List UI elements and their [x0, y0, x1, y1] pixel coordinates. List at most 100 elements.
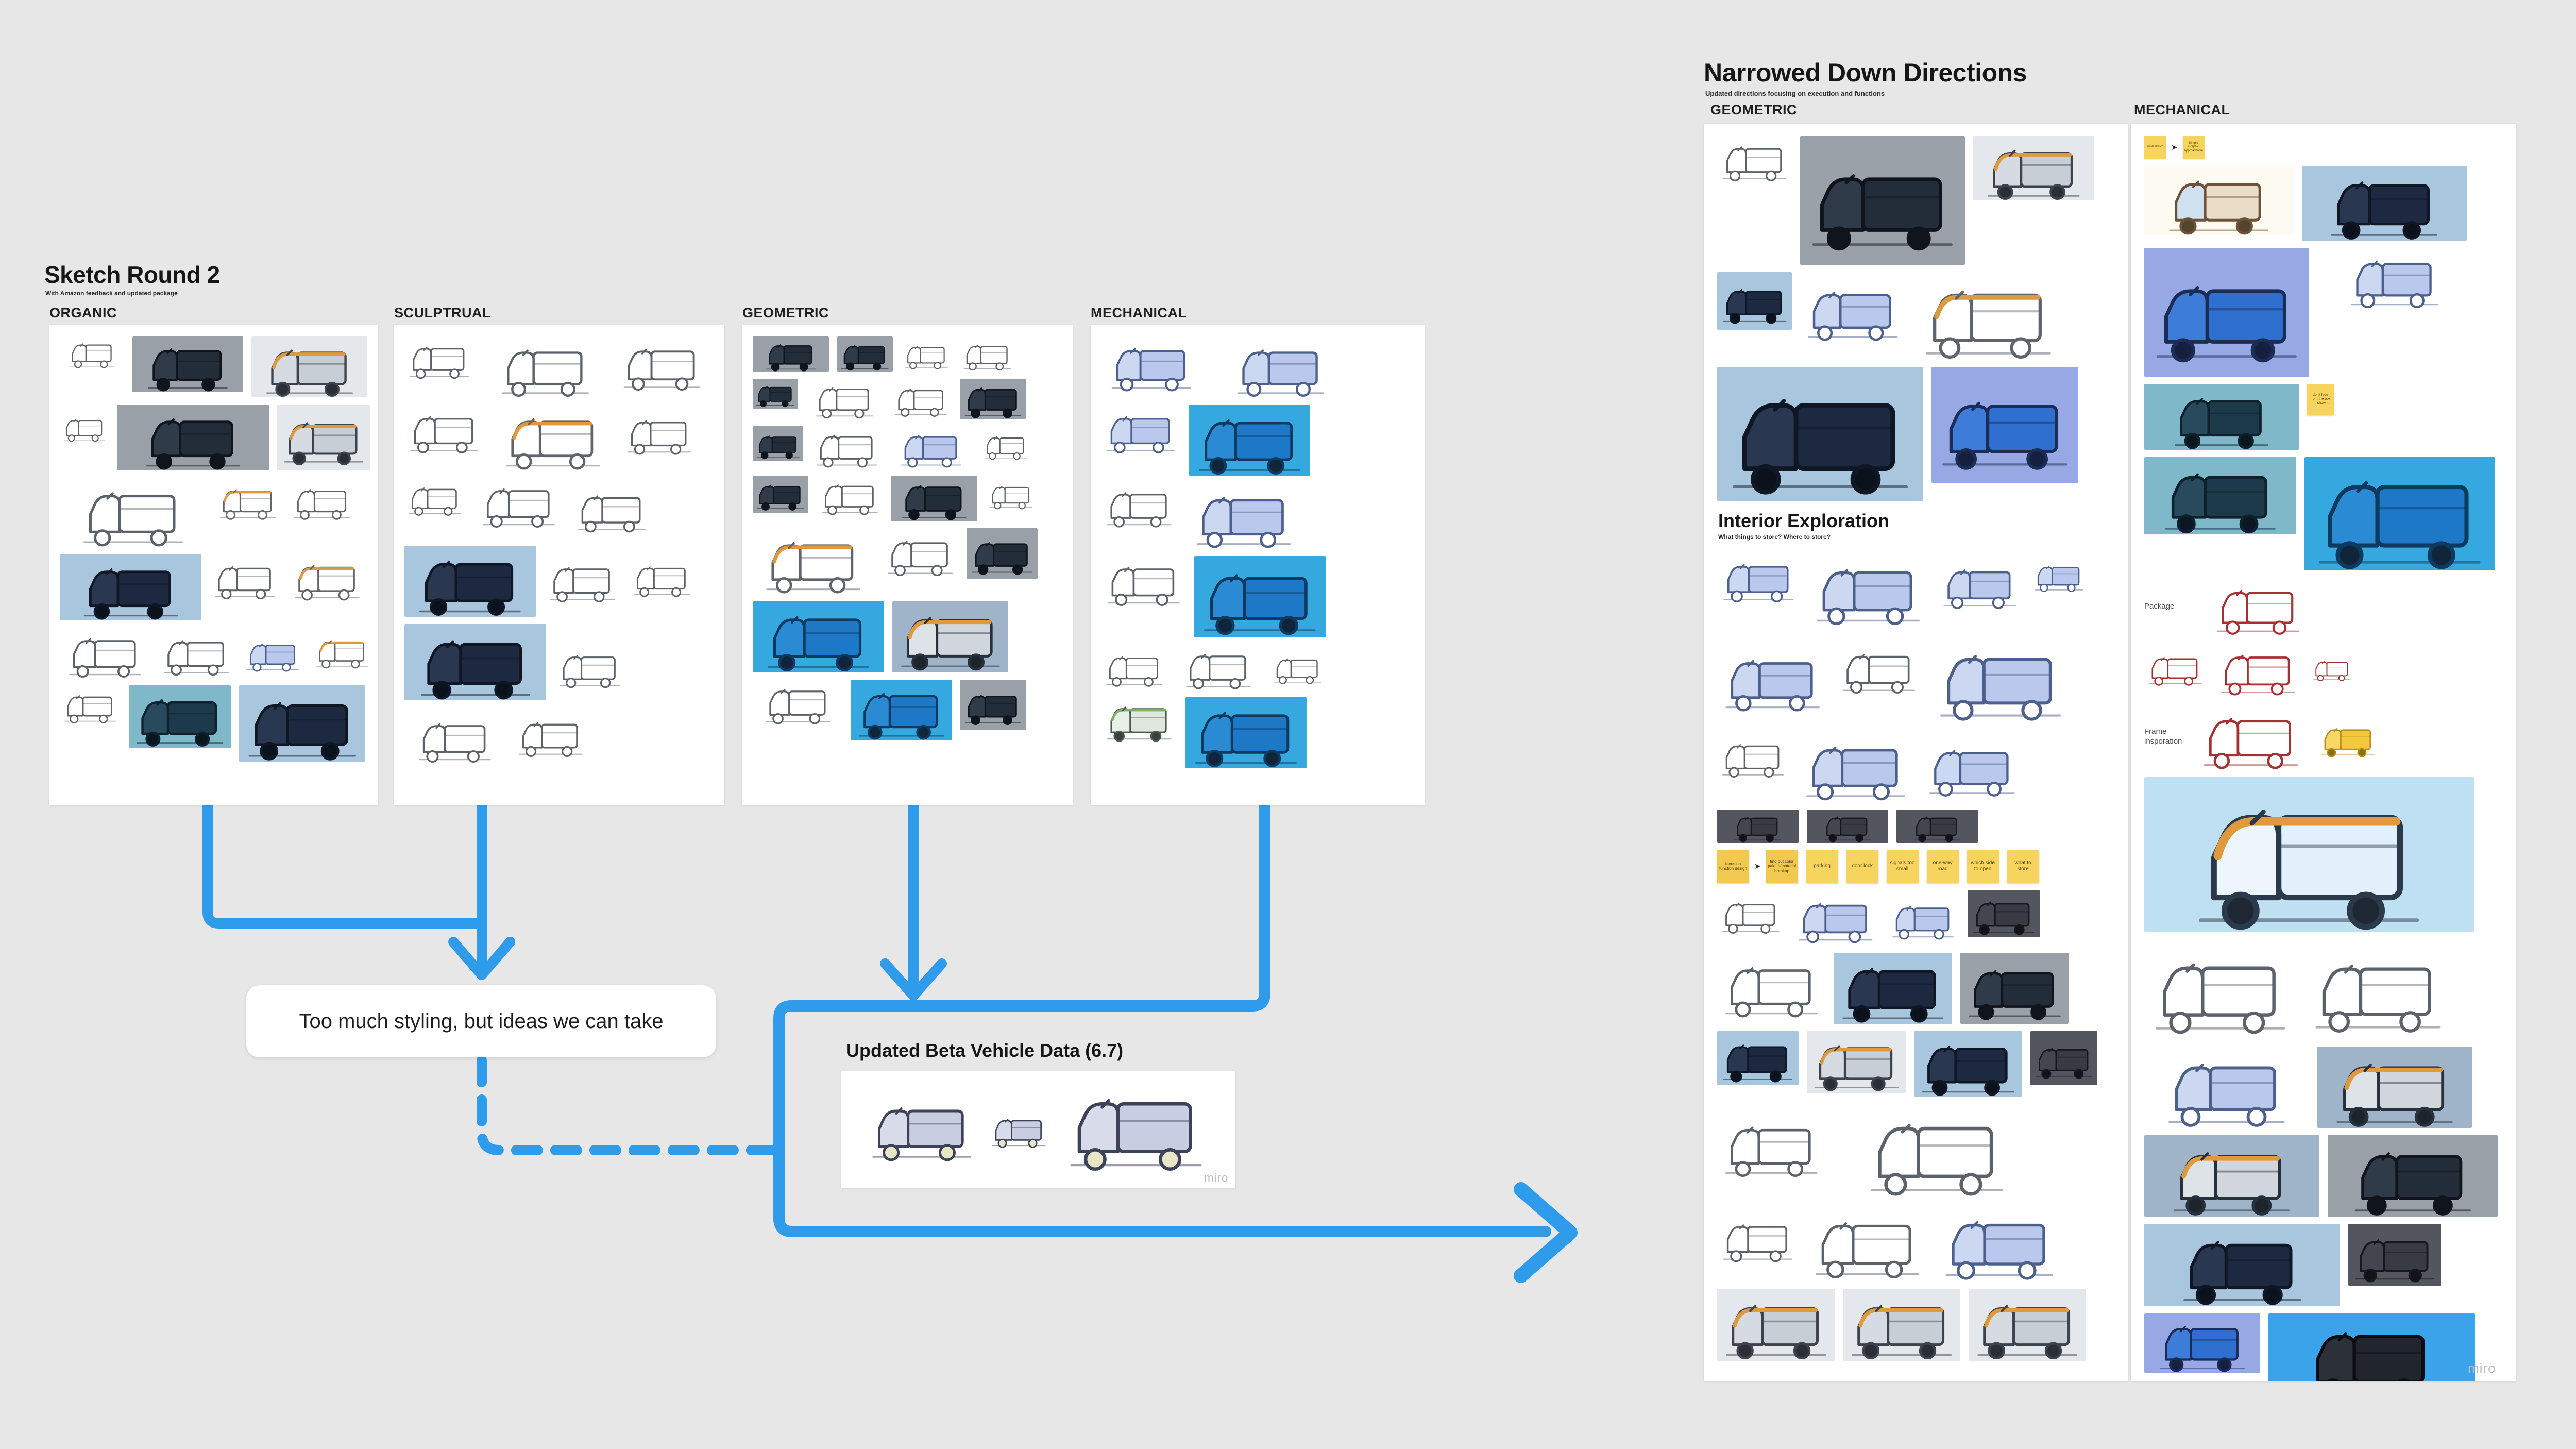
vehicle-sketch-thumbnail[interactable] [544, 546, 620, 612]
vehicle-sketch-thumbnail[interactable] [753, 601, 884, 672]
vehicle-sketch-thumbnail[interactable] [811, 426, 883, 468]
vehicle-sketch-thumbnail[interactable] [1210, 336, 1351, 397]
vehicle-sketch-thumbnail[interactable] [2214, 643, 2302, 697]
board-mechanical[interactable]: Initial sketch➤Simple Graphic Approachab… [2131, 124, 2516, 1381]
vehicle-sketch-thumbnail[interactable] [891, 426, 972, 468]
vehicle-sketch-thumbnail[interactable] [215, 478, 281, 523]
sticky-note[interactable]: don't hide from the box — show it [2307, 384, 2334, 415]
vehicle-sketch-thumbnail[interactable] [1968, 890, 2040, 937]
panel-label-sculptrual[interactable]: SCULPTRUAL [394, 305, 491, 321]
vehicle-sketch-thumbnail[interactable] [901, 336, 952, 372]
vehicle-sketch-thumbnail[interactable] [891, 379, 952, 419]
vehicle-sketch-thumbnail[interactable] [1929, 635, 2071, 723]
vehicle-sketch-thumbnail[interactable] [404, 546, 536, 617]
sticky-note[interactable]: focus on function design [1717, 850, 1749, 883]
vehicle-sketch-thumbnail[interactable] [1800, 272, 1906, 347]
interior-exploration-title[interactable]: Interior Exploration [1718, 510, 1890, 531]
vehicle-sketch-thumbnail[interactable] [882, 528, 958, 579]
panel-label-organic[interactable]: ORGANIC [49, 305, 117, 321]
vehicle-sketch-thumbnail[interactable] [629, 546, 694, 606]
vehicle-sketch-thumbnail[interactable] [1185, 483, 1301, 549]
vehicle-sketch-thumbnail[interactable] [2144, 1135, 2319, 1217]
vehicle-sketch-thumbnail[interactable] [2317, 1047, 2472, 1128]
vehicle-sketch-thumbnail[interactable] [60, 336, 124, 368]
vehicle-sketch-thumbnail[interactable] [129, 685, 231, 748]
vehicle-sketch-thumbnail[interactable] [2144, 1047, 2309, 1128]
vehicle-sketch-thumbnail[interactable] [1834, 1104, 2040, 1197]
narrowed-directions-subtitle[interactable]: Updated directions focusing on execution… [1705, 90, 1885, 97]
vehicle-sketch-thumbnail[interactable] [2144, 1224, 2340, 1306]
vehicle-sketch-thumbnail[interactable] [1101, 556, 1186, 606]
vehicle-sketch-thumbnail[interactable] [1717, 890, 1784, 937]
vehicle-sketch-thumbnail[interactable] [2302, 166, 2467, 241]
vehicle-sketch-thumbnail[interactable] [1717, 1204, 1799, 1270]
vehicle-sketch-thumbnail[interactable] [1101, 697, 1177, 743]
vehicle-sketch-thumbnail[interactable] [753, 476, 808, 513]
vehicle-sketch-thumbnail[interactable] [482, 336, 608, 397]
vehicle-sketch-thumbnail[interactable] [60, 685, 121, 726]
vehicle-sketch-thumbnail[interactable] [1717, 1104, 1825, 1184]
panel-organic[interactable]: ORGANIC [49, 305, 378, 805]
vehicle-sketch-thumbnail[interactable] [289, 554, 365, 602]
vehicle-sketch-thumbnail[interactable] [753, 680, 843, 725]
feedback-note[interactable]: Too much styling, but ideas we can take [246, 985, 716, 1057]
vehicle-sketch-thumbnail[interactable] [1800, 136, 1965, 265]
vehicle-sketch-thumbnail[interactable] [239, 685, 365, 762]
vehicle-sketch-thumbnail[interactable] [1059, 1079, 1213, 1173]
vehicle-sketch-thumbnail[interactable] [837, 336, 893, 372]
vehicle-sketch-thumbnail[interactable] [1717, 953, 1825, 1019]
board-label-geometric[interactable]: GEOMETRIC [1710, 102, 1798, 117]
vehicle-sketch-thumbnail[interactable] [60, 405, 109, 448]
sticky-note[interactable]: door lock [1846, 850, 1878, 883]
vehicle-sketch-thumbnail[interactable] [1969, 1289, 2086, 1361]
vehicle-sketch-thumbnail[interactable] [2193, 578, 2324, 635]
vehicle-sketch-thumbnail[interactable] [158, 628, 234, 678]
vehicle-sketch-thumbnail[interactable] [2193, 704, 2309, 770]
narrowed-directions-title[interactable]: Narrowed Down Directions [1704, 58, 2027, 87]
vehicle-sketch-thumbnail[interactable] [2030, 551, 2087, 598]
panel-mechanical[interactable]: MECHANICAL [1091, 305, 1425, 805]
vehicle-sketch-thumbnail[interactable] [1189, 405, 1310, 476]
vehicle-sketch-thumbnail[interactable] [1973, 136, 2094, 200]
vehicle-sketch-thumbnail[interactable] [404, 478, 465, 518]
vehicle-sketch-thumbnail[interactable] [1807, 1204, 1928, 1282]
vehicle-sketch-thumbnail[interactable] [2144, 457, 2296, 534]
vehicle-sketch-thumbnail[interactable] [60, 478, 207, 547]
vehicle-sketch-thumbnail[interactable] [986, 476, 1036, 513]
vehicle-sketch-thumbnail[interactable] [1175, 645, 1262, 690]
vehicle-sketch-thumbnail[interactable] [2144, 248, 2309, 377]
vehicle-sketch-thumbnail[interactable] [753, 426, 803, 461]
beta-vehicle-panel[interactable]: miro [841, 1071, 1235, 1188]
vehicle-sketch-thumbnail[interactable] [1914, 1031, 2022, 1097]
vehicle-sketch-thumbnail[interactable] [2304, 939, 2451, 1039]
vehicle-sketch-thumbnail[interactable] [1101, 645, 1167, 690]
vehicle-sketch-thumbnail[interactable] [404, 405, 484, 455]
vehicle-sketch-thumbnail[interactable] [2304, 457, 2495, 570]
panel-organic-collage[interactable] [49, 325, 378, 805]
sticky-note[interactable]: find out color palette/material breakup [1766, 850, 1798, 883]
vehicle-sketch-thumbnail[interactable] [2317, 248, 2472, 309]
vehicle-sketch-thumbnail[interactable] [753, 336, 829, 372]
board-label-mechanical[interactable]: MECHANICAL [2134, 102, 2230, 117]
vehicle-sketch-thumbnail[interactable] [2310, 643, 2354, 692]
vehicle-sketch-thumbnail[interactable] [1792, 890, 1879, 946]
vehicle-sketch-thumbnail[interactable] [1101, 405, 1181, 455]
vehicle-sketch-thumbnail[interactable] [2144, 384, 2299, 450]
vehicle-sketch-thumbnail[interactable] [60, 628, 150, 678]
vehicle-sketch-thumbnail[interactable] [622, 405, 697, 460]
vehicle-sketch-thumbnail[interactable] [892, 601, 1008, 672]
vehicle-sketch-thumbnail[interactable] [1887, 890, 1959, 946]
annotation-text[interactable]: Frame insporation [2144, 727, 2182, 746]
vehicle-sketch-thumbnail[interactable] [1808, 551, 1929, 628]
vehicle-sketch-thumbnail[interactable] [817, 476, 883, 516]
vehicle-sketch-thumbnail[interactable] [513, 713, 588, 758]
vehicle-sketch-thumbnail[interactable] [277, 405, 370, 470]
vehicle-sketch-thumbnail[interactable] [753, 379, 798, 409]
vehicle-sketch-thumbnail[interactable] [2348, 1224, 2441, 1286]
vehicle-sketch-thumbnail[interactable] [493, 405, 614, 470]
vehicle-sketch-thumbnail[interactable] [404, 336, 474, 380]
vehicle-sketch-thumbnail[interactable] [210, 554, 281, 602]
panel-sculptrual-collage[interactable] [394, 325, 724, 805]
